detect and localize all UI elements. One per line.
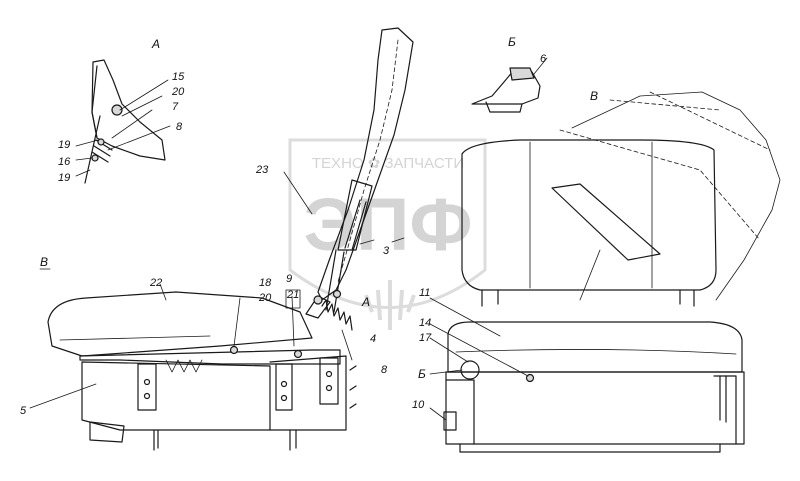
view-a-edge (91, 65, 98, 139)
callout-19-top: 19 (58, 139, 70, 151)
view-a-nut-bottom (91, 154, 99, 162)
backrest-posts (481, 289, 695, 307)
callout-8-side: 8 (381, 364, 388, 376)
callout-5: 5 (20, 405, 27, 417)
mounting-studs (153, 429, 297, 451)
side-view-seat (47, 289, 357, 451)
label-callout-b: Б (418, 367, 426, 381)
callout-21: 21 (286, 289, 299, 301)
backrest-frame-hidden (337, 39, 399, 283)
callout-19-bottom: 19 (58, 172, 70, 184)
seat-base-side (269, 355, 347, 431)
callout-18: 18 (259, 277, 272, 289)
front-cushion-seam (455, 349, 737, 355)
callout-22: 22 (149, 277, 162, 289)
seat-bolt (229, 345, 239, 355)
callout-15: 15 (172, 71, 185, 83)
seat-springs (165, 359, 203, 373)
view-a-rod (84, 115, 101, 184)
view-b-cap (509, 67, 535, 81)
front-latch (443, 411, 457, 431)
base-bracket-right (319, 357, 339, 405)
label-view-v-left: В (40, 255, 48, 269)
phantom-contour (571, 91, 781, 301)
view-b-base (485, 101, 523, 113)
callout-4: 4 (370, 333, 376, 345)
seat-seam (59, 335, 211, 341)
callout-8-view-a: 8 (176, 121, 183, 133)
callout-20-view-a: 20 (171, 86, 185, 98)
detail-view-a (75, 59, 171, 184)
leader-lines (29, 171, 529, 421)
watermark-shield (288, 138, 487, 309)
backrest-hinge-plate (337, 179, 373, 251)
backrest-cushion (317, 27, 414, 301)
front-base-sides (445, 375, 737, 445)
callout-11: 11 (419, 287, 430, 299)
label-view-v-right: В (590, 89, 598, 103)
item-21-box (285, 289, 301, 309)
backrest-seams (529, 141, 653, 289)
hinge-bolt (332, 289, 342, 299)
callout-23: 23 (255, 164, 269, 176)
front-base-bottom (459, 443, 721, 453)
view-a-bolt (111, 104, 123, 116)
callout-7: 7 (172, 101, 179, 113)
side-hooks (349, 365, 357, 409)
label-callout-a: А (361, 295, 370, 309)
detail-view-b (471, 57, 548, 113)
recline-spring (321, 299, 353, 331)
backrest-slot (344, 199, 367, 251)
callout-10: 10 (412, 399, 425, 411)
backrest-strap (551, 183, 661, 261)
callout-16: 16 (58, 156, 71, 168)
watermark-caption: ТЕХНО ✿ ЗАПЧАСТИ (312, 155, 464, 172)
front-rod (719, 375, 727, 423)
tilted-backrest-phantom (559, 91, 771, 241)
callout-3: 3 (383, 245, 390, 257)
side-view-backrest (305, 27, 414, 331)
seat-bolt-rear (293, 349, 303, 359)
base-bracket-front (137, 363, 157, 411)
seat-foot (89, 421, 125, 443)
seat-cushion (47, 291, 313, 357)
watermark-wheat-icon (364, 280, 416, 330)
hinge-pivot (313, 295, 323, 305)
label-view-b: Б (508, 35, 516, 49)
callout-17: 17 (419, 332, 432, 344)
view-a-nut-top (97, 138, 105, 146)
backrest-arm (325, 249, 345, 313)
seat-base-box (81, 361, 271, 431)
front-bolt-b (460, 360, 480, 380)
label-view-a: А (151, 37, 160, 51)
callout-9: 9 (286, 273, 292, 285)
base-bracket-left (275, 363, 293, 411)
front-base-box (445, 371, 745, 445)
front-view-seat (443, 91, 781, 453)
callout-14: 14 (419, 317, 431, 329)
front-backrest (461, 139, 717, 291)
view-b-bracket (471, 69, 541, 105)
callout-20-side: 20 (258, 292, 272, 304)
front-seat-cushion (447, 321, 743, 373)
callout-6: 6 (540, 53, 547, 65)
